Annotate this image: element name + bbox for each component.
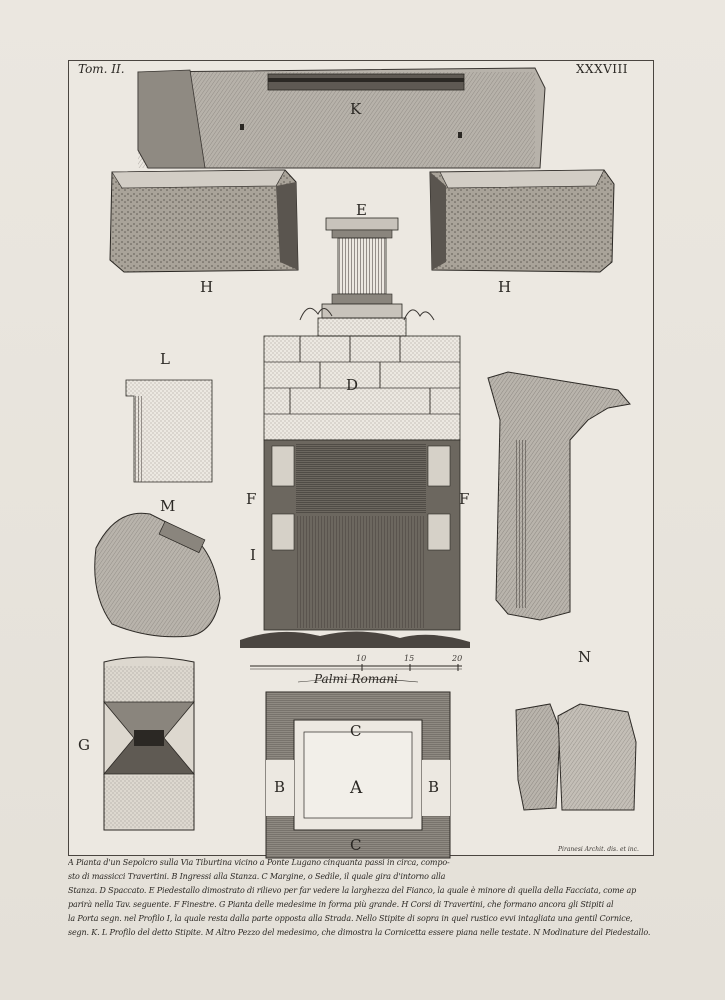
label-i: I (250, 546, 256, 564)
scale-title: Palmi Romani (314, 672, 398, 686)
label-k: K (350, 100, 362, 118)
scale-bar (250, 664, 462, 683)
label-c-bottom: C (350, 836, 362, 854)
plate-number: XXXVIII (576, 62, 629, 76)
tomb-plan-a (265, 691, 451, 859)
tomb-section-d (240, 317, 470, 648)
label-e: E (356, 201, 367, 219)
scale-tick-10: 10 (356, 654, 367, 663)
pedestal-moulding-n (487, 371, 631, 621)
label-a: A (350, 778, 363, 798)
fragments-n-lower (515, 703, 637, 811)
label-c-top: C (350, 722, 362, 740)
engraver-signature: Piranesi Archit. dis. et inc. (558, 846, 639, 853)
label-b-right: B (428, 778, 440, 796)
caption-line: parirà nella Tav. seguente. F Finestre. … (68, 900, 614, 909)
window-plan-g (103, 656, 195, 831)
travertine-block-h-left (109, 169, 299, 273)
caption-line: A Pianta d'un Sepolcro sulla Via Tiburti… (68, 858, 450, 867)
label-h-left: H (200, 278, 214, 296)
volume-label: Tom. II. (78, 62, 125, 76)
label-d: D (346, 376, 359, 394)
lintel-block-k (137, 67, 546, 169)
plate-caption: A Pianta d'un Sepolcro sulla Via Tiburti… (68, 858, 658, 942)
caption-line: Stanza. D Spaccato. E Piedestallo dimost… (68, 886, 637, 895)
label-n: N (578, 648, 592, 666)
caption-line: sto di massicci Travertini. B Ingressi a… (68, 872, 446, 881)
label-m: M (160, 497, 176, 515)
scale-tick-20: 20 (452, 654, 463, 663)
label-l: L (160, 350, 170, 368)
travertine-block-h-right (429, 169, 615, 273)
caption-line: la Porta segn. nel Profilo I, la quale r… (68, 914, 633, 923)
jamb-profile-l (125, 379, 213, 483)
label-b-left: B (274, 778, 286, 796)
label-f-left: F (246, 490, 257, 508)
label-g: G (78, 736, 90, 754)
pedestal-e (299, 217, 435, 321)
fragment-m (94, 512, 221, 638)
caption-line: segn. K. L Profilo del detto Stipite. M … (68, 928, 651, 937)
label-h-right: H (498, 278, 512, 296)
scale-tick-15: 15 (404, 654, 415, 663)
label-f-right: F (459, 490, 470, 508)
